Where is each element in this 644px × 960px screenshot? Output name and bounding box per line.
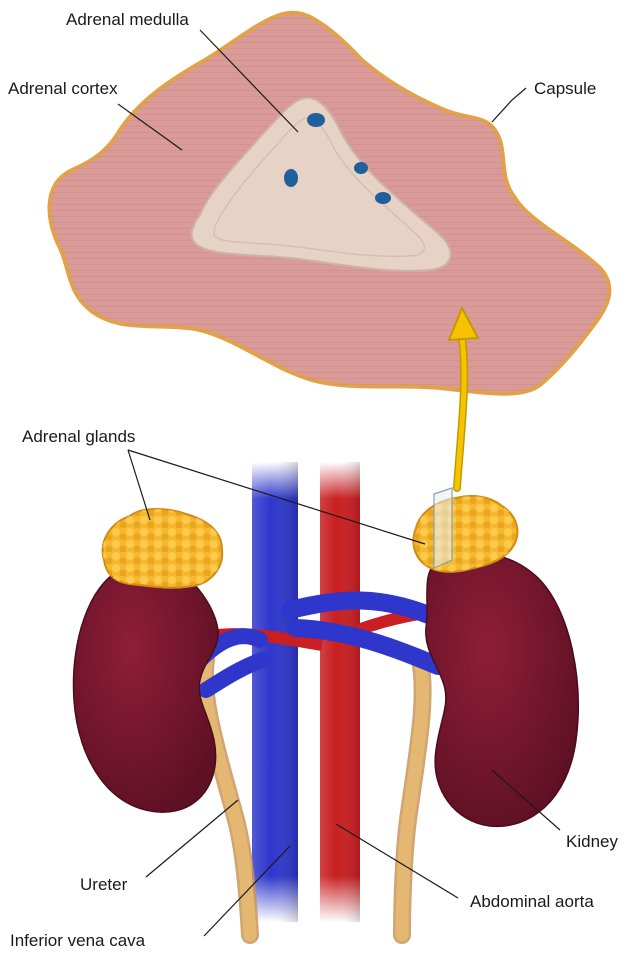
left-kidney xyxy=(73,560,218,812)
renal-vein-right xyxy=(290,600,438,666)
label-adrenal-medulla: Adrenal medulla xyxy=(66,11,189,28)
leader-adrenal-glands-left xyxy=(128,450,150,520)
label-adrenal-cortex: Adrenal cortex xyxy=(8,80,118,97)
label-abdominal-aorta: Abdominal aorta xyxy=(470,893,594,910)
medulla-vessel xyxy=(284,169,298,187)
medulla-vessel xyxy=(354,162,368,174)
right-kidney xyxy=(426,553,578,826)
label-ureter: Ureter xyxy=(80,876,127,893)
section-plane xyxy=(434,488,452,568)
leader-capsule xyxy=(492,88,526,122)
label-kidney: Kidney xyxy=(566,833,618,850)
magnify-arrow xyxy=(449,308,478,488)
label-inferior-vena-cava: Inferior vena cava xyxy=(10,932,145,949)
adrenal-cross-section xyxy=(49,13,609,394)
medulla-vessel xyxy=(375,192,391,204)
medulla-vessel xyxy=(307,113,325,127)
label-adrenal-glands: Adrenal glands xyxy=(22,428,135,445)
label-capsule: Capsule xyxy=(534,80,596,97)
